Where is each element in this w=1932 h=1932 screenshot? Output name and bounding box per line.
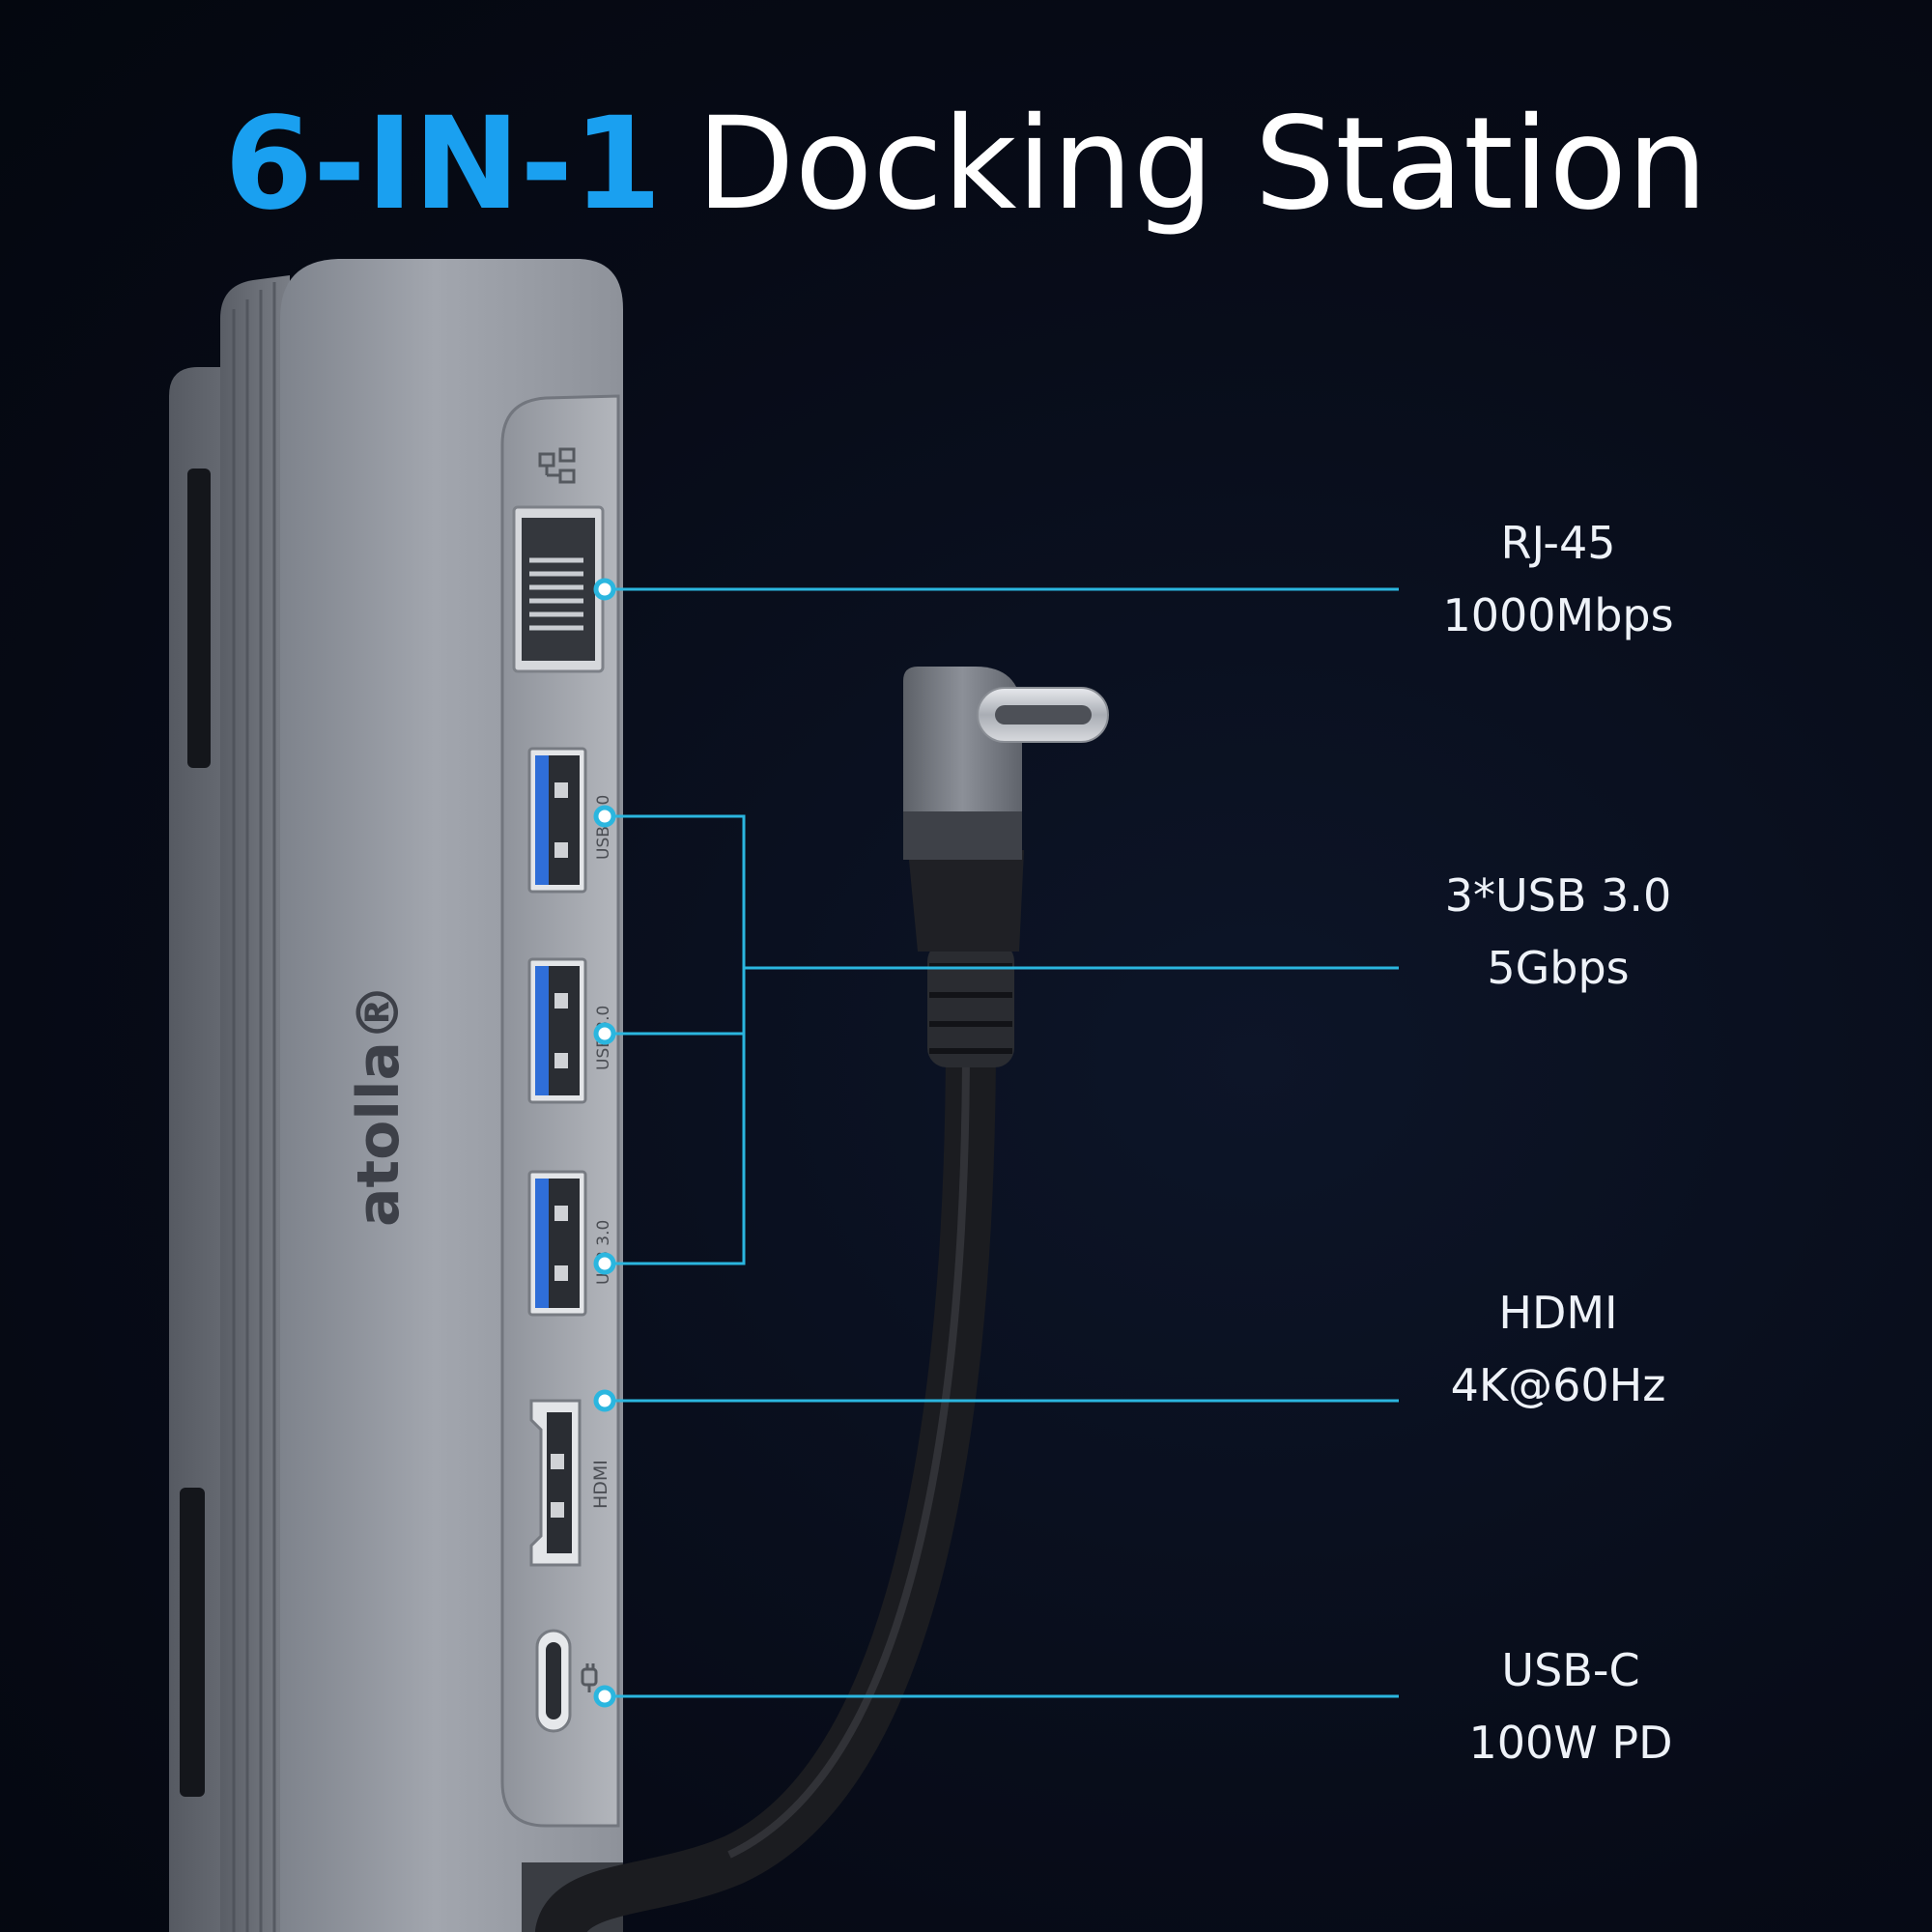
power-plug-icon bbox=[581, 1663, 598, 1692]
callout-dot-hdmi bbox=[593, 1389, 616, 1412]
callout-dot-rj45 bbox=[593, 578, 616, 601]
spec-hdmi-detail: 4K@60Hz bbox=[1450, 1359, 1666, 1411]
headline-accent: 6-IN-1 bbox=[224, 90, 663, 239]
callout-lines bbox=[605, 587, 1399, 1698]
callout-dots bbox=[593, 578, 616, 1708]
ethernet-icon bbox=[538, 447, 576, 484]
usb-port-1[interactable] bbox=[527, 747, 587, 894]
spec-usb-name: 3*USB 3.0 bbox=[1444, 869, 1672, 922]
spec-usbc: USB-C 100W PD bbox=[1320, 1634, 1822, 1779]
usb-c-connector-head bbox=[903, 667, 1109, 860]
brand-logo: atolla® bbox=[345, 983, 412, 1227]
callout-dot-usb-2 bbox=[593, 1022, 616, 1045]
callout-bracket-usb bbox=[605, 814, 746, 1265]
headline-rest: Docking Station bbox=[696, 90, 1708, 239]
spec-usb-detail: 5Gbps bbox=[1487, 942, 1630, 994]
usb-port-3[interactable] bbox=[527, 1170, 587, 1317]
hub-side bbox=[220, 275, 290, 1932]
callout-dot-usbc bbox=[593, 1685, 616, 1708]
spec-hdmi-name: HDMI bbox=[1498, 1287, 1618, 1339]
card-slot-upper bbox=[187, 469, 211, 768]
spec-usb: 3*USB 3.0 5Gbps bbox=[1307, 860, 1809, 1005]
usb-port-3-label: USB 3.0 bbox=[594, 1220, 613, 1285]
hdmi-port-label: HDMI bbox=[590, 1460, 611, 1509]
spec-rj45-name: RJ-45 bbox=[1500, 517, 1616, 569]
usb-c-cable bbox=[535, 850, 1024, 1932]
callout-dot-usb-1 bbox=[593, 805, 616, 828]
callout-dot-usb-3 bbox=[593, 1252, 616, 1275]
spec-usbc-name: USB-C bbox=[1501, 1644, 1640, 1696]
card-slot-lower bbox=[180, 1488, 205, 1797]
spec-rj45-detail: 1000Mbps bbox=[1442, 589, 1674, 641]
usb-port-2[interactable] bbox=[527, 957, 587, 1104]
spec-usbc-detail: 100W PD bbox=[1468, 1717, 1673, 1769]
spec-rj45: RJ-45 1000Mbps bbox=[1307, 507, 1809, 652]
spec-hdmi: HDMI 4K@60Hz bbox=[1307, 1277, 1809, 1422]
usb-c-port[interactable] bbox=[535, 1629, 572, 1733]
rj45-port[interactable] bbox=[512, 505, 605, 673]
hdmi-port[interactable] bbox=[529, 1399, 582, 1567]
